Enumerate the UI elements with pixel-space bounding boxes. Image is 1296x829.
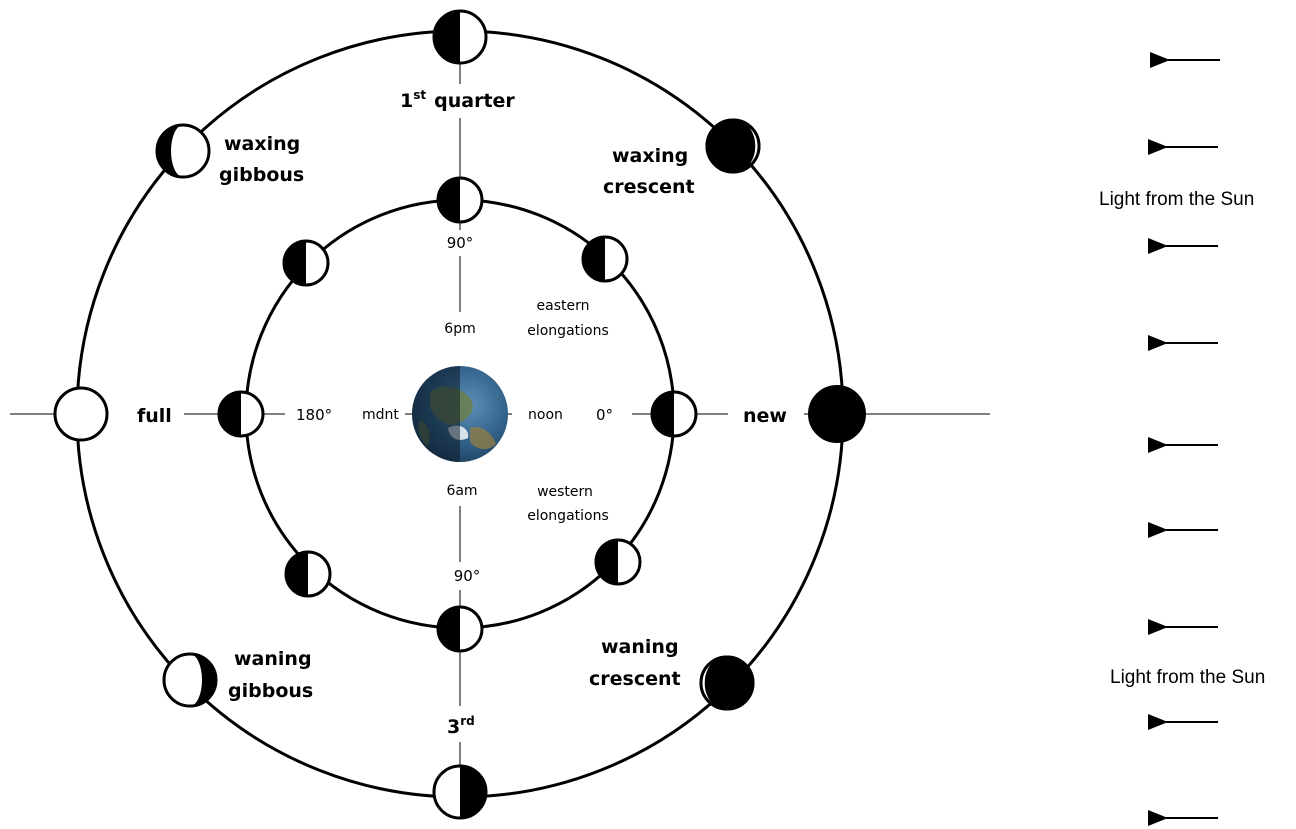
eastern-elongations-label-1: eastern — [537, 298, 590, 314]
six-pm-label: 6pm — [444, 321, 475, 337]
waxing-gibbous-label-2: gibbous — [219, 164, 304, 186]
midnight-label: mdnt — [362, 407, 399, 423]
eastern-elongations-label-2: elongations — [527, 323, 609, 339]
waning-gibbous-label-1: waning — [234, 648, 312, 670]
waxing-crescent-label-2: crescent — [603, 176, 695, 198]
moon-full — [53, 386, 109, 442]
waning-gibbous-label-2: gibbous — [228, 680, 313, 702]
moon-new — [808, 385, 866, 443]
degree-right-label: 0° — [596, 406, 613, 424]
six-am-label: 6am — [446, 483, 477, 499]
inner-moon-lower-left — [284, 550, 332, 598]
degree-top-label: 90° — [447, 234, 474, 252]
moon-waning-gibbous — [162, 652, 218, 708]
waning-crescent-label-1: waning — [601, 636, 679, 658]
full-label: full — [137, 405, 172, 427]
waxing-gibbous-label-1: waxing — [224, 133, 300, 155]
waxing-crescent-label-1: waxing — [612, 145, 688, 167]
western-elongations-label-2: elongations — [527, 508, 609, 524]
degree-left-label: 180° — [296, 406, 332, 424]
waning-crescent-label-2: crescent — [589, 668, 681, 690]
inner-moon-lower-right — [594, 538, 642, 586]
moon-waning-crescent — [699, 655, 755, 711]
degree-bottom-label: 90° — [454, 567, 481, 585]
inner-moon-right — [650, 390, 698, 438]
inner-moon-upper-right — [581, 235, 629, 283]
inner-moon-top — [436, 176, 484, 224]
sunlight-label-top: Light from the Sun — [1099, 189, 1254, 210]
moon-first-quarter — [432, 9, 488, 65]
inner-moon-left — [217, 390, 265, 438]
inner-moon-upper-left — [282, 239, 330, 287]
new-label: new — [743, 405, 787, 427]
third-quarter-label: 3rd — [447, 714, 475, 738]
moon-waxing-crescent — [705, 118, 761, 174]
sunlight-arrows — [1148, 52, 1220, 826]
moon-third-quarter — [432, 764, 488, 820]
western-elongations-label-1: western — [537, 484, 593, 500]
sunlight-label-bottom: Light from the Sun — [1110, 667, 1265, 688]
earth-globe — [412, 366, 508, 462]
inner-moon-bottom — [436, 605, 484, 653]
moon-waxing-gibbous — [155, 123, 211, 179]
noon-label: noon — [528, 407, 563, 423]
